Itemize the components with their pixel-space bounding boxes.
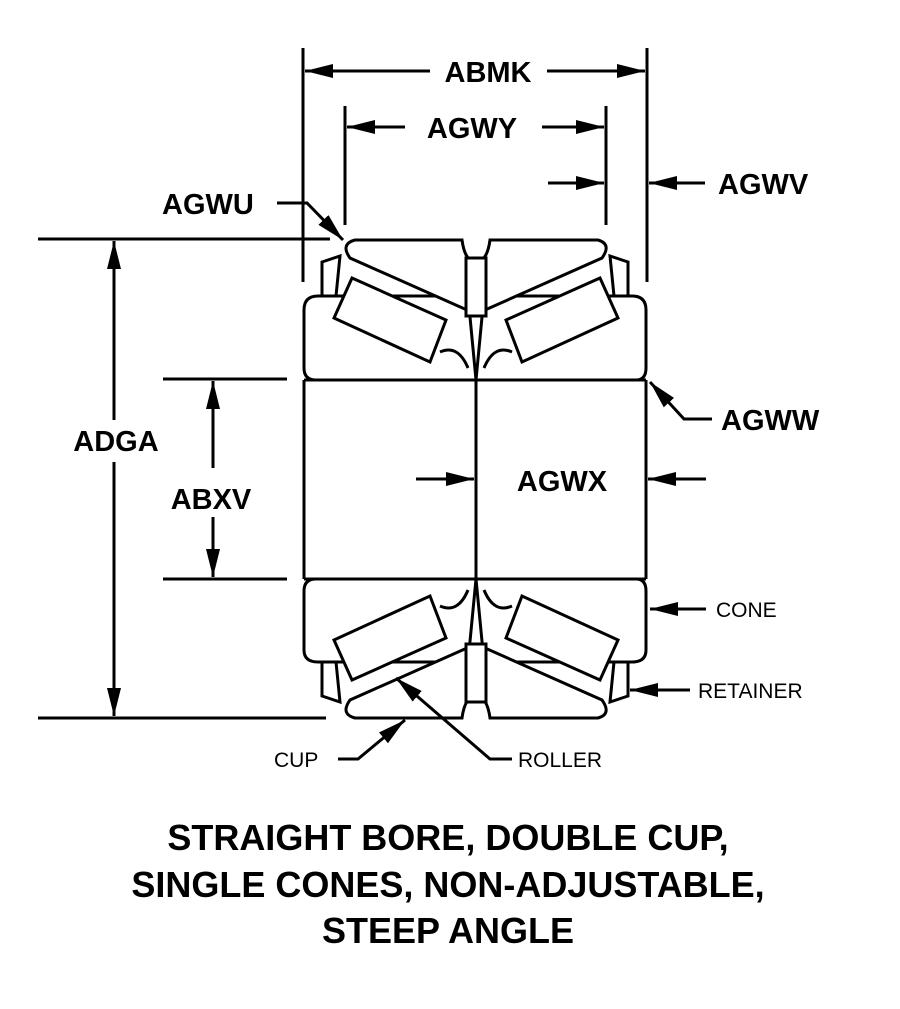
label-abxv: ABXV (171, 484, 252, 516)
caption-line-3: STEEP ANGLE (322, 910, 574, 951)
label-agwv: AGWV (718, 169, 809, 201)
dimension-adga: ADGA (73, 241, 159, 716)
caption-line-2: SINGLE CONES, NON-ADJUSTABLE, (131, 864, 764, 905)
dimension-abmk: ABMK (305, 57, 645, 89)
roller-lower-left (332, 593, 448, 682)
dimension-agwx: AGWX (416, 466, 706, 498)
dimension-abxv: ABXV (171, 381, 252, 577)
label-cup: CUP (274, 749, 318, 772)
extension-lines (38, 48, 649, 720)
label-agwx: AGWX (517, 466, 608, 498)
label-adga: ADGA (73, 426, 158, 458)
callout-roller: ROLLER (395, 676, 602, 772)
label-roller: ROLLER (518, 749, 602, 772)
dimension-agwy: AGWY (347, 113, 604, 145)
caption-line-1: STRAIGHT BORE, DOUBLE CUP, (167, 817, 728, 858)
leader-agwu: AGWU (162, 189, 345, 242)
roller-lower-right (504, 593, 620, 682)
dimension-agwv: AGWV (548, 169, 809, 201)
callout-cup: CUP (274, 718, 406, 772)
label-agww: AGWW (721, 405, 820, 437)
leader-agww: AGWW (648, 380, 820, 437)
retainers (320, 253, 630, 705)
roller-upper-right (504, 276, 620, 365)
label-retainer: RETAINER (698, 680, 803, 703)
caption: STRAIGHT BORE, DOUBLE CUP, SINGLE CONES,… (131, 817, 764, 951)
callout-retainer: RETAINER (630, 680, 803, 703)
label-agwu: AGWU (162, 189, 254, 221)
callout-cone: CONE (650, 599, 777, 622)
label-agwy: AGWY (427, 113, 517, 145)
roller-upper-left (332, 276, 448, 365)
label-cone: CONE (716, 599, 777, 622)
label-abmk: ABMK (445, 57, 532, 89)
bearing-cross-section (302, 238, 648, 720)
